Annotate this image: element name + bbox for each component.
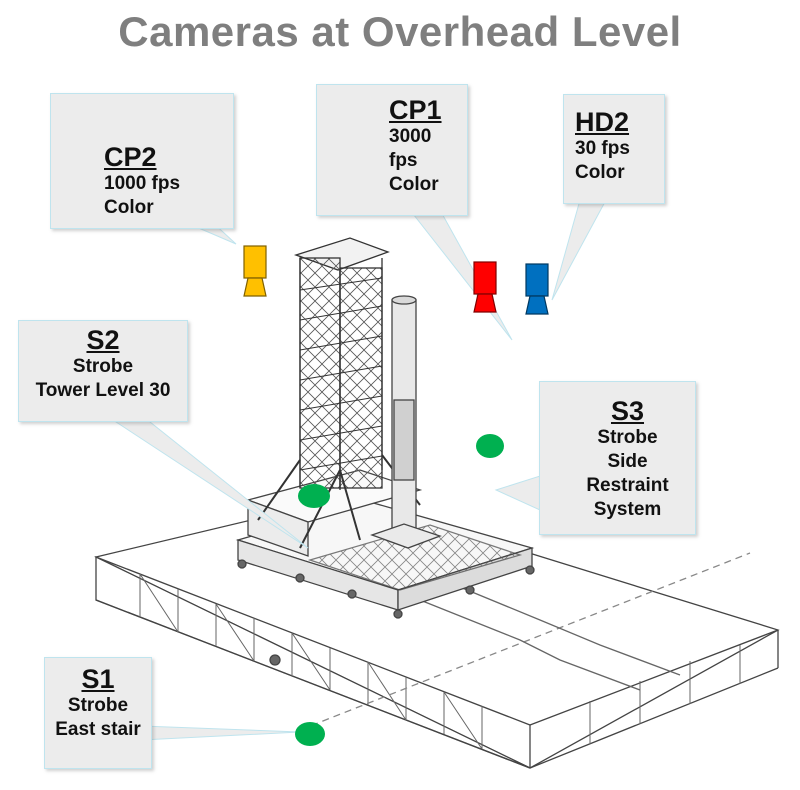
camera-icon-cp2	[243, 245, 267, 297]
strobe-marker-s2	[298, 484, 330, 508]
callout-s2-line-1: Strobe	[72, 356, 134, 377]
callout-cp1-line-3: Color	[389, 174, 439, 195]
callout-s3-line-3: Restraint	[586, 475, 669, 496]
callout-s3-line-2: Side	[607, 451, 648, 472]
callout-cp2: CP2 1000 fps Color	[50, 93, 234, 229]
callout-s1-title: S1	[81, 664, 115, 694]
callout-s2-line-2: Tower Level 30	[35, 380, 171, 401]
callout-hd2-title: HD2	[575, 107, 630, 137]
rocket-column	[370, 295, 442, 549]
callout-s2-title: S2	[86, 325, 120, 355]
callout-hd2-line-1: 30 fps	[575, 138, 630, 159]
callout-s3: S3 Strobe Side Restraint System	[539, 381, 696, 535]
camera-icon-cp1	[473, 261, 497, 313]
strobe-marker-s1	[295, 722, 325, 746]
callout-cp2-title: CP2	[104, 142, 157, 172]
page-title: Cameras at Overhead Level	[118, 8, 682, 55]
callout-s1-line-2: East stair	[55, 719, 141, 740]
callout-s2: S2 Strobe Tower Level 30	[18, 320, 188, 422]
callout-cp1-line-2: fps	[389, 150, 418, 171]
callout-hd2: HD2 30 fps Color	[563, 94, 665, 204]
callout-s1-line-1: Strobe	[67, 695, 129, 716]
callout-cp2-line-2: Color	[104, 197, 154, 218]
callout-s3-line-1: Strobe	[597, 427, 658, 448]
callout-cp1: CP1 3000 fps Color	[316, 84, 468, 216]
callout-s3-line-4: System	[593, 499, 662, 520]
umbilical-tower	[257, 237, 421, 549]
callout-s1: S1 Strobe East stair	[44, 657, 152, 769]
callout-cp2-line-1: 1000 fps	[104, 173, 181, 194]
callout-cp1-title: CP1	[389, 95, 442, 125]
strobe-marker-s3	[476, 434, 504, 458]
callout-hd2-line-2: Color	[575, 162, 625, 183]
callout-cp1-line-1: 3000	[389, 126, 432, 147]
callout-s3-title: S3	[610, 396, 645, 426]
camera-icon-hd2	[525, 263, 549, 315]
